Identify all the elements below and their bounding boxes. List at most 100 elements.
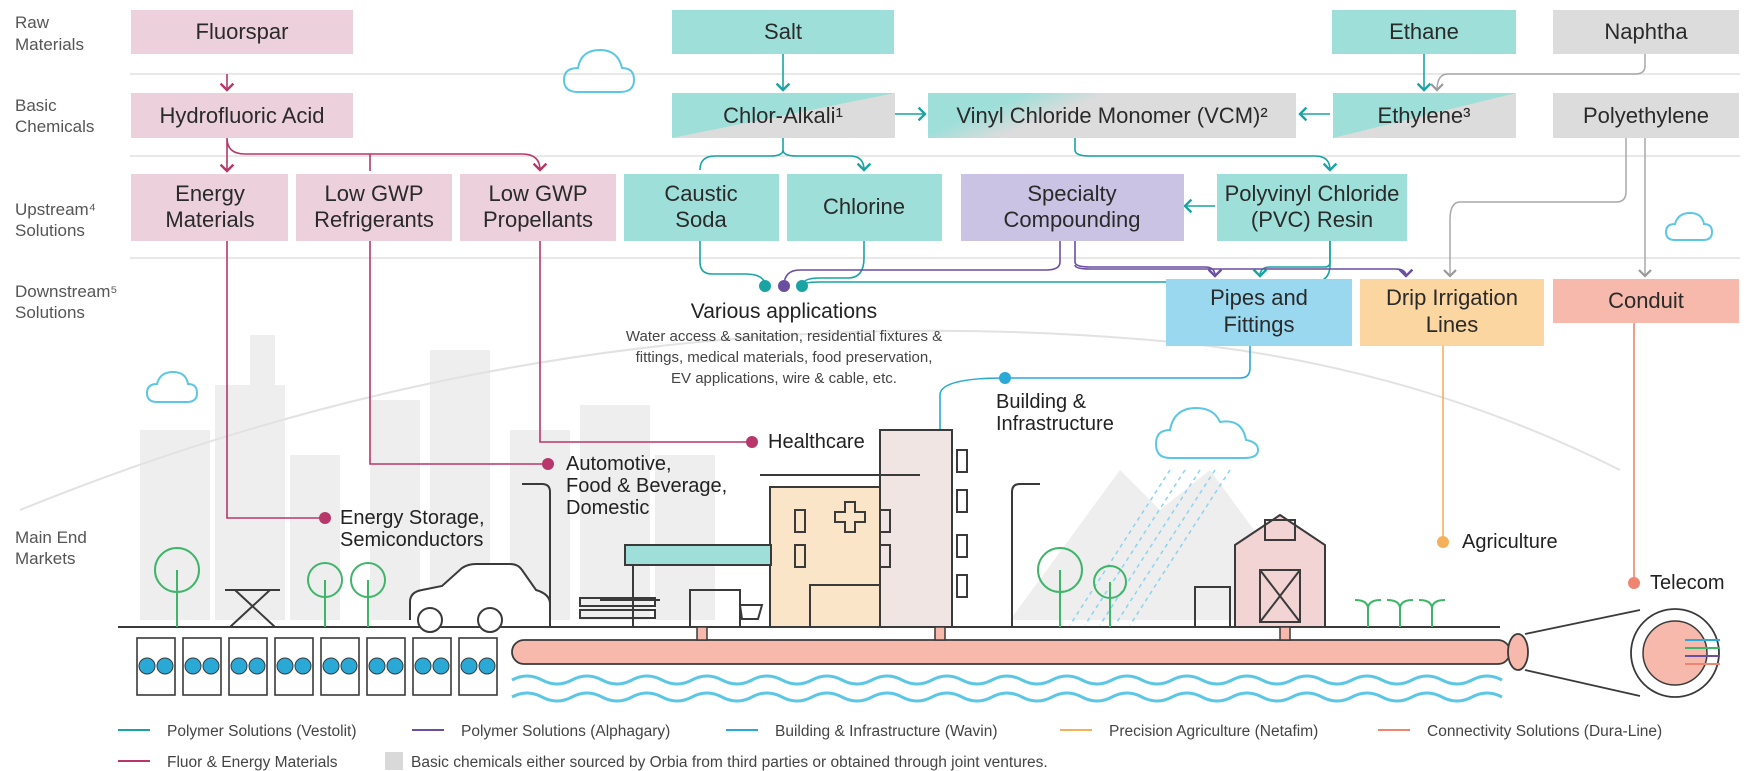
teal-connectors <box>699 54 1432 287</box>
legend-label-4: Connectivity Solutions (Dura-Line) <box>1427 723 1662 740</box>
legend-label-5: Fluor & Energy Materials <box>167 754 338 771</box>
legend-label-0: Polymer Solutions (Vestolit) <box>167 723 357 740</box>
energy-materials-l2: Materials <box>165 207 254 232</box>
caustic-soda-l2: Soda <box>675 207 727 232</box>
legend-label-1: Polymer Solutions (Alphagary) <box>461 723 670 740</box>
pvc-resin-box <box>1217 174 1407 241</box>
pvc-l1: Polyvinyl Chloride <box>1225 181 1400 206</box>
downstream-row: Pipes and Fittings Drip Irrigation Lines… <box>1166 279 1739 346</box>
pipes-box <box>1166 279 1352 346</box>
purple-connectors <box>783 241 1414 287</box>
city-background <box>140 335 1320 620</box>
propellants-l1: Low GWP <box>488 181 587 206</box>
cloud-icon <box>562 48 636 93</box>
row-label-5: Main End <box>15 528 87 547</box>
legend-label-6: Basic chemicals either sourced by Orbia … <box>411 754 1048 771</box>
hf-acid-box <box>131 93 353 138</box>
market-labels: Healthcare Automotive, Food & Beverage, … <box>340 391 1724 594</box>
drip-l1: Drip Irrigation <box>1386 285 1518 310</box>
ethane-label: Ethane <box>1389 19 1459 44</box>
row-label-3: Upstream⁴ <box>15 200 96 219</box>
conduit-box <box>1553 279 1739 323</box>
row-label-2: Basic <box>15 96 57 115</box>
naphtha-box <box>1553 10 1739 54</box>
caustic-soda-l1: Caustic <box>664 181 737 206</box>
various-applications: Various applications Water access & sani… <box>626 300 942 387</box>
salt-box <box>672 10 894 54</box>
legend-label-3: Precision Agriculture (Netafim) <box>1109 723 1318 740</box>
raw-materials-row: Fluorspar Salt Ethane Naphtha <box>131 10 1739 54</box>
row-label-1b: Materials <box>15 35 84 54</box>
various-title: Various applications <box>691 300 877 323</box>
application-dots <box>319 280 1640 611</box>
row-label-5b: Markets <box>15 549 75 568</box>
specialty-l1: Specialty <box>1027 181 1116 206</box>
conduit-label: Conduit <box>1608 288 1684 313</box>
propellants-box <box>460 174 616 241</box>
naphtha-label: Naphtha <box>1604 19 1688 44</box>
battery-storage-icons <box>136 637 498 696</box>
upstream-row: Energy Materials Low GWP Refrigerants Lo… <box>131 174 1407 241</box>
polyethylene-box <box>1553 93 1739 138</box>
fluor-connectors <box>219 74 752 519</box>
cloud-icon <box>145 370 199 403</box>
salt-label: Salt <box>764 19 802 44</box>
market-telecom: Telecom <box>1650 572 1724 594</box>
cloud-icon <box>1664 211 1714 241</box>
various-desc-1: Water access & sanitation, residential f… <box>626 328 942 345</box>
chlorine-label: Chlorine <box>823 194 905 219</box>
water-waves <box>511 674 1503 703</box>
market-automotive-l3: Domestic <box>566 497 649 519</box>
various-desc-2: fittings, medical materials, food preser… <box>636 349 933 366</box>
energy-materials-l1: Energy <box>175 181 245 206</box>
market-agriculture: Agriculture <box>1462 531 1558 553</box>
chlor-alkali-label: Chlor-Alkali¹ <box>723 103 843 128</box>
pipes-l2: Fittings <box>1224 312 1295 337</box>
specialty-l2: Compounding <box>1004 207 1141 232</box>
rain-cloud-icon <box>1069 406 1260 626</box>
market-building-l2: Infrastructure <box>996 413 1114 435</box>
polyethylene-label: Polyethylene <box>1583 103 1709 128</box>
legend-swatch-6 <box>385 752 403 770</box>
market-automotive-l1: Automotive, <box>566 453 672 475</box>
refrigerants-l2: Refrigerants <box>314 207 434 232</box>
gray-connectors <box>1430 54 1652 278</box>
hf-acid-label: Hydrofluoric Acid <box>159 103 324 128</box>
vcm-box <box>928 93 1296 138</box>
energy-materials-box <box>131 174 288 241</box>
row-label-4b: Solutions <box>15 303 85 322</box>
basic-chemicals-row: Hydrofluoric Acid Chlor-Alkali¹ Vinyl Ch… <box>131 93 1739 138</box>
horizon-arc <box>19 329 1621 511</box>
city-illustration <box>118 429 1500 633</box>
market-building-l1: Building & <box>996 391 1087 413</box>
caustic-soda-box <box>624 174 779 241</box>
ethylene-label: Ethylene³ <box>1378 103 1471 128</box>
row-label-1: Raw <box>15 13 50 32</box>
market-automotive-l2: Food & Beverage, <box>566 475 727 497</box>
pvc-l2: (PVC) Resin <box>1251 207 1373 232</box>
drip-box <box>1360 279 1544 346</box>
underground-pipe <box>511 608 1720 698</box>
tree-icons <box>154 547 1446 627</box>
legend-label-2: Building & Infrastructure (Wavin) <box>775 723 998 740</box>
market-healthcare: Healthcare <box>768 431 865 453</box>
various-desc-3: EV applications, wire & cable, etc. <box>671 370 897 387</box>
fluorspar-label: Fluorspar <box>196 19 289 44</box>
row-labels: Raw Materials Basic Chemicals Upstream⁴ … <box>15 13 117 568</box>
ethane-box <box>1332 10 1516 54</box>
specialty-compounding-box <box>961 174 1184 241</box>
ethylene-box <box>1333 93 1516 138</box>
pipes-l1: Pipes and <box>1210 285 1308 310</box>
propellants-l2: Propellants <box>483 207 593 232</box>
refrigerants-l1: Low GWP <box>324 181 423 206</box>
refrigerants-box <box>296 174 452 241</box>
drip-l2: Lines <box>1426 312 1479 337</box>
legend: Polymer Solutions (Vestolit) Polymer Sol… <box>118 723 1662 771</box>
chlor-alkali-box <box>672 93 895 138</box>
fluorspar-box <box>131 10 353 54</box>
market-energy-l1: Energy Storage, <box>340 507 485 529</box>
row-label-4: Downstream⁵ <box>15 282 117 301</box>
chlorine-box <box>787 174 942 241</box>
row-label-2b: Chemicals <box>15 117 94 136</box>
